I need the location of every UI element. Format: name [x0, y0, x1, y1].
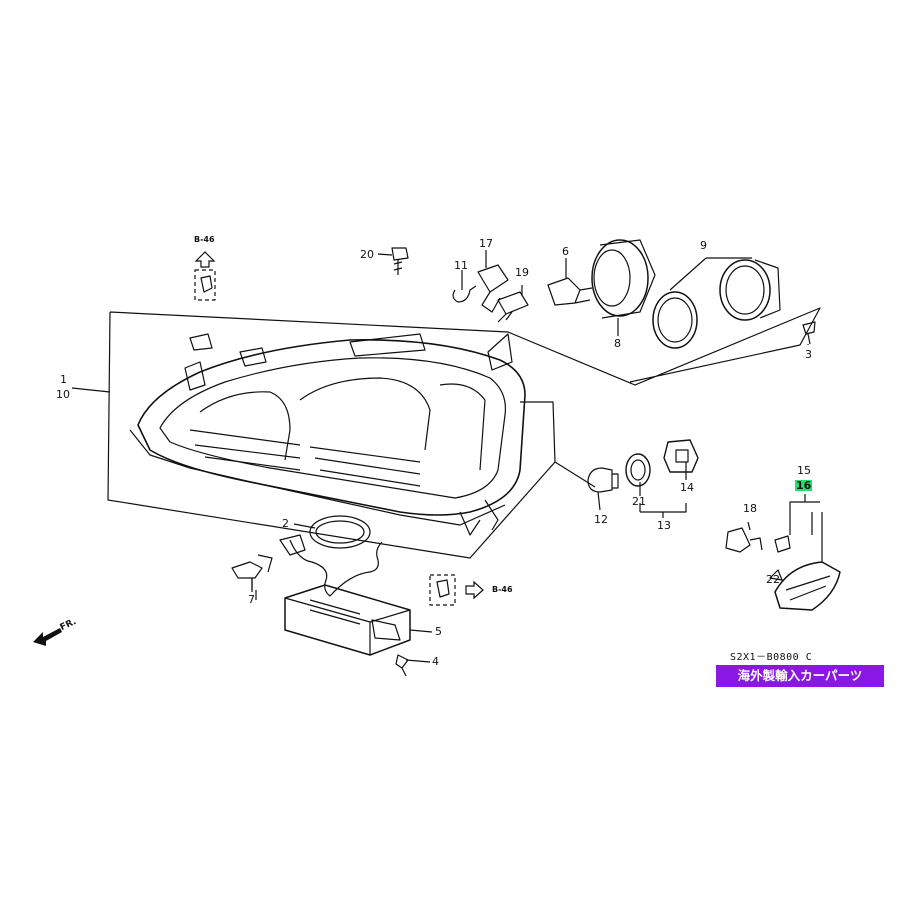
assembly-boundary-lines	[107, 307, 821, 559]
part-17-socket	[477, 264, 509, 313]
top-clip	[194, 269, 216, 301]
front-arrow-icon	[33, 628, 62, 646]
part-19-bulb	[497, 291, 529, 323]
up-arrow-icon	[194, 251, 216, 268]
callout-4: 4	[432, 655, 439, 668]
callout-15: 15	[797, 464, 811, 477]
callout-19: 19	[515, 266, 529, 279]
side-marker-lamp	[774, 512, 841, 611]
diagram-code: S2X1－B0800 C	[730, 652, 813, 663]
part-9-ring-a	[652, 291, 698, 349]
callout-14: 14	[680, 481, 694, 494]
callout-9: 9	[700, 239, 707, 252]
part-2-gasket	[309, 515, 371, 549]
part-14-socket	[663, 439, 699, 473]
ref-label-bottom: B-46	[492, 585, 513, 594]
ballast-unit	[284, 584, 411, 656]
callout-10: 10	[56, 388, 70, 401]
callout-21: 21	[632, 495, 646, 508]
part-11-connector	[452, 285, 477, 303]
part-12-bulb	[587, 467, 619, 493]
part-16-bulb	[774, 535, 791, 553]
part-4-screw	[395, 654, 409, 677]
callout-17: 17	[479, 237, 493, 250]
seller-banner: 海外製輸入カーパーツ	[716, 665, 884, 687]
bottom-clip	[429, 574, 456, 606]
callout-1: 1	[60, 373, 67, 386]
part-6-bulb	[547, 277, 593, 306]
callout-18: 18	[743, 502, 757, 515]
part-9-ring-b	[719, 259, 781, 321]
part-20-bolt	[391, 247, 409, 275]
callout-8: 8	[614, 337, 621, 350]
callout-7: 7	[248, 593, 255, 606]
callout-11: 11	[454, 259, 468, 272]
callout-13: 13	[657, 519, 671, 532]
callout-2: 2	[282, 517, 289, 530]
callout-5: 5	[435, 625, 442, 638]
part-21-gasket	[625, 453, 651, 487]
part-3-screw	[802, 321, 816, 345]
callout-22: 22	[766, 573, 780, 586]
headlight-housing	[129, 333, 526, 536]
callout-3: 3	[805, 348, 812, 361]
part-8-projector	[591, 239, 656, 336]
callout-20: 20	[360, 248, 374, 261]
ballast-wiring	[289, 539, 383, 597]
callout-12: 12	[594, 513, 608, 526]
callout-6: 6	[562, 245, 569, 258]
right-arrow-icon	[465, 580, 484, 600]
part-18-bulb	[725, 527, 763, 553]
ref-label-top: B-46	[194, 235, 215, 244]
callout-16: 16	[795, 479, 813, 492]
